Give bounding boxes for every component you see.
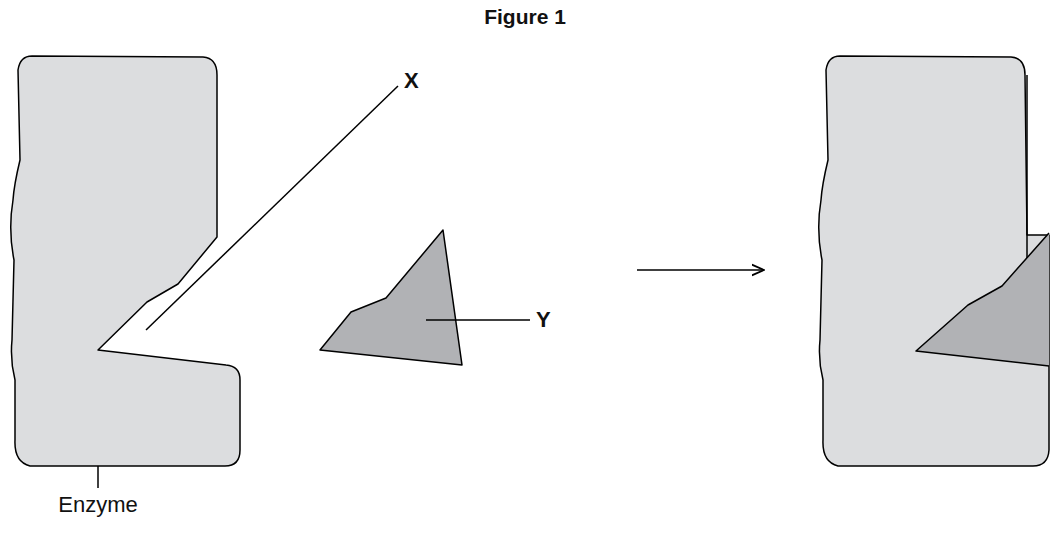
- site-edge: [1026, 75, 1028, 258]
- enzyme-complex-shape: [819, 56, 1049, 466]
- part-label: Y: [536, 309, 551, 331]
- leader-line: [426, 319, 530, 321]
- enzyme-shape: [11, 56, 240, 466]
- substrate-in-site: [916, 233, 1049, 366]
- figure-title: Figure 1: [484, 6, 566, 27]
- part-label: Enzyme: [58, 494, 137, 516]
- leader-line: [146, 86, 398, 330]
- leader-line: [97, 466, 99, 488]
- reaction-arrow: [637, 269, 764, 271]
- substrate-shape: [320, 230, 462, 365]
- part-label: X: [404, 70, 419, 92]
